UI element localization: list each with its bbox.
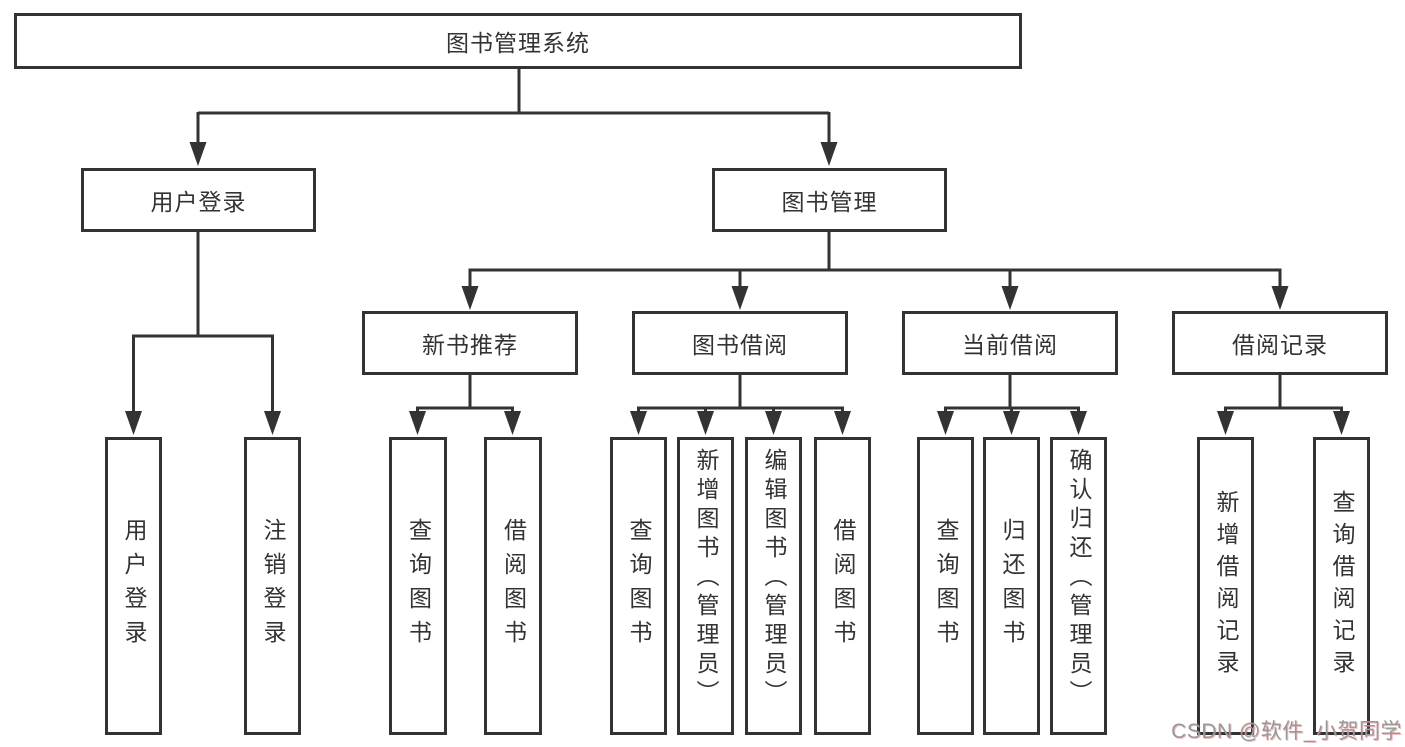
- node-borrow-record-label: 借阅记录: [1232, 332, 1328, 358]
- node-leaf-edit-book-admin: 编辑图书（管理员）: [745, 437, 802, 735]
- node-leaf-add-borrow-record: 新增借阅记录: [1197, 437, 1254, 735]
- node-leaf-query-book-current-label: 查询图书: [933, 518, 959, 654]
- node-leaf-query-book-borrow: 查询图书: [610, 437, 667, 735]
- node-leaf-query-borrow-record: 查询借阅记录: [1313, 437, 1370, 735]
- node-leaf-add-borrow-record-label: 新增借阅记录: [1213, 490, 1239, 682]
- watermark: CSDN @软件_小贺同学: [1171, 720, 1402, 743]
- node-user-login-label: 用户登录: [150, 189, 247, 215]
- node-current-borrow: 当前借阅: [902, 311, 1118, 375]
- node-leaf-borrow-book-new: 借阅图书: [484, 437, 542, 735]
- node-leaf-logout-label: 注销登录: [260, 518, 286, 654]
- node-book-borrow: 图书借阅: [632, 311, 848, 375]
- node-leaf-user-login: 用户登录: [105, 437, 162, 735]
- node-root: 图书管理系统: [14, 13, 1022, 69]
- node-new-book-recommend: 新书推荐: [362, 311, 578, 375]
- node-leaf-query-book-new: 查询图书: [389, 437, 447, 735]
- node-leaf-query-book-borrow-label: 查询图书: [626, 518, 652, 654]
- node-borrow-record: 借阅记录: [1172, 311, 1388, 375]
- node-leaf-user-login-label: 用户登录: [121, 518, 147, 654]
- node-leaf-return-book-label: 归还图书: [999, 518, 1025, 654]
- node-leaf-borrow-book-borrow: 借阅图书: [814, 437, 871, 735]
- node-leaf-borrow-book-borrow-label: 借阅图书: [830, 518, 856, 654]
- node-leaf-add-book-admin: 新增图书（管理员）: [677, 437, 734, 735]
- node-leaf-confirm-return-admin: 确认归还（管理员）: [1050, 437, 1107, 735]
- node-book-management: 图书管理: [712, 168, 947, 232]
- node-leaf-add-book-admin-label: 新增图书（管理员）: [693, 448, 719, 709]
- tree-edges: [132, 69, 1343, 415]
- node-book-management-label: 图书管理: [781, 189, 878, 215]
- node-book-borrow-label: 图书借阅: [692, 332, 788, 358]
- node-leaf-logout: 注销登录: [244, 437, 301, 735]
- node-leaf-edit-book-admin-label: 编辑图书（管理员）: [761, 448, 787, 709]
- node-leaf-query-borrow-record-label: 查询借阅记录: [1329, 490, 1355, 682]
- node-leaf-return-book: 归还图书: [983, 437, 1040, 735]
- node-root-label: 图书管理系统: [446, 30, 590, 56]
- node-leaf-query-book-current: 查询图书: [917, 437, 974, 735]
- arrowhead-icons: [125, 142, 1350, 435]
- node-leaf-confirm-return-admin-label: 确认归还（管理员）: [1066, 448, 1092, 709]
- node-current-borrow-label: 当前借阅: [962, 332, 1058, 358]
- node-new-book-recommend-label: 新书推荐: [422, 332, 518, 358]
- node-leaf-query-book-new-label: 查询图书: [405, 518, 432, 654]
- node-leaf-borrow-book-new-label: 借阅图书: [500, 518, 527, 654]
- node-user-login: 用户登录: [81, 168, 316, 232]
